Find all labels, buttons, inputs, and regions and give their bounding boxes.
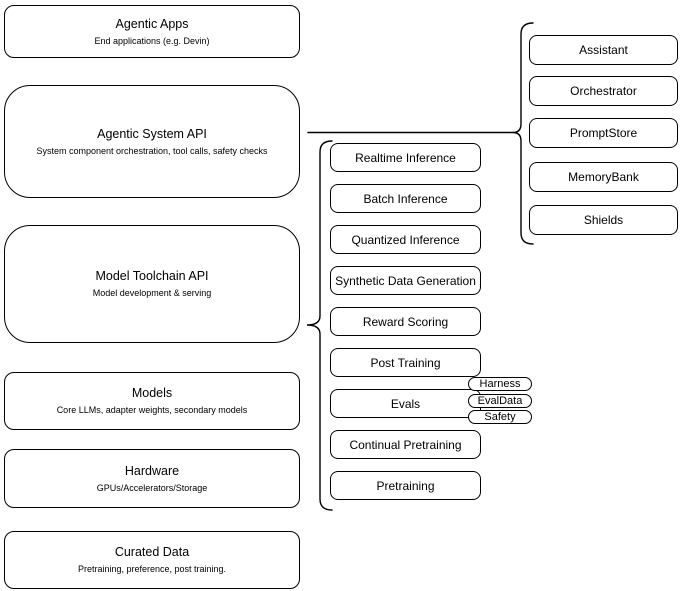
toolchain-item-pretraining: Pretraining	[330, 471, 481, 500]
system-brace	[512, 22, 534, 245]
toolchain-item-reward-scoring: Reward Scoring	[330, 307, 481, 336]
toolchain-brace	[306, 140, 333, 511]
node-agentic-apps: Agentic Apps End applications (e.g. Devi…	[4, 5, 300, 58]
toolchain-item-evals: Evals	[330, 389, 481, 418]
toolchain-item-synthetic-data-generation: Synthetic Data Generation	[330, 266, 481, 295]
node-subtitle: Core LLMs, adapter weights, secondary mo…	[56, 405, 248, 415]
system-item-shields: Shields	[529, 205, 678, 235]
node-subtitle: GPUs/Accelerators/Storage	[96, 482, 208, 493]
node-subtitle: System component orchestration, tool cal…	[36, 145, 268, 156]
node-hardware: Hardware GPUs/Accelerators/Storage	[4, 449, 300, 508]
node-title: Hardware	[124, 463, 180, 478]
node-title: Curated Data	[114, 545, 190, 559]
eval-pill-evaldata: EvalData	[468, 394, 532, 408]
node-models: Models Core LLMs, adapter weights, secon…	[4, 372, 300, 430]
node-model-toolchain-api: Model Toolchain API Model development & …	[4, 225, 300, 343]
eval-pill-safety: Safety	[468, 409, 532, 424]
node-title: Agentic System API	[97, 126, 207, 141]
toolchain-item-post-training: Post Training	[330, 348, 481, 377]
node-curated-data: Curated Data Pretraining, preference, po…	[4, 531, 300, 589]
node-title: Models	[131, 386, 173, 400]
node-subtitle: End applications (e.g. Devin)	[94, 35, 210, 46]
system-item-promptstore: PromptStore	[529, 118, 678, 148]
toolchain-item-quantized-inference: Quantized Inference	[330, 225, 481, 254]
toolchain-item-continual-pretraining: Continual Pretraining	[330, 430, 481, 459]
node-subtitle: Pretraining, preference, post training.	[77, 564, 227, 574]
node-subtitle: Model development & serving	[92, 288, 212, 298]
node-agentic-system-api: Agentic System API System component orch…	[4, 85, 300, 198]
toolchain-item-batch-inference: Batch Inference	[330, 184, 481, 213]
system-item-assistant: Assistant	[529, 35, 678, 65]
node-title: Model Toolchain API	[95, 269, 209, 283]
toolchain-item-realtime-inference: Realtime Inference	[330, 143, 481, 172]
system-item-memorybank: MemoryBank	[529, 162, 678, 192]
system-item-orchestrator: Orchestrator	[529, 76, 678, 106]
node-title: Agentic Apps	[115, 16, 189, 31]
eval-pill-harness: Harness	[468, 377, 532, 391]
